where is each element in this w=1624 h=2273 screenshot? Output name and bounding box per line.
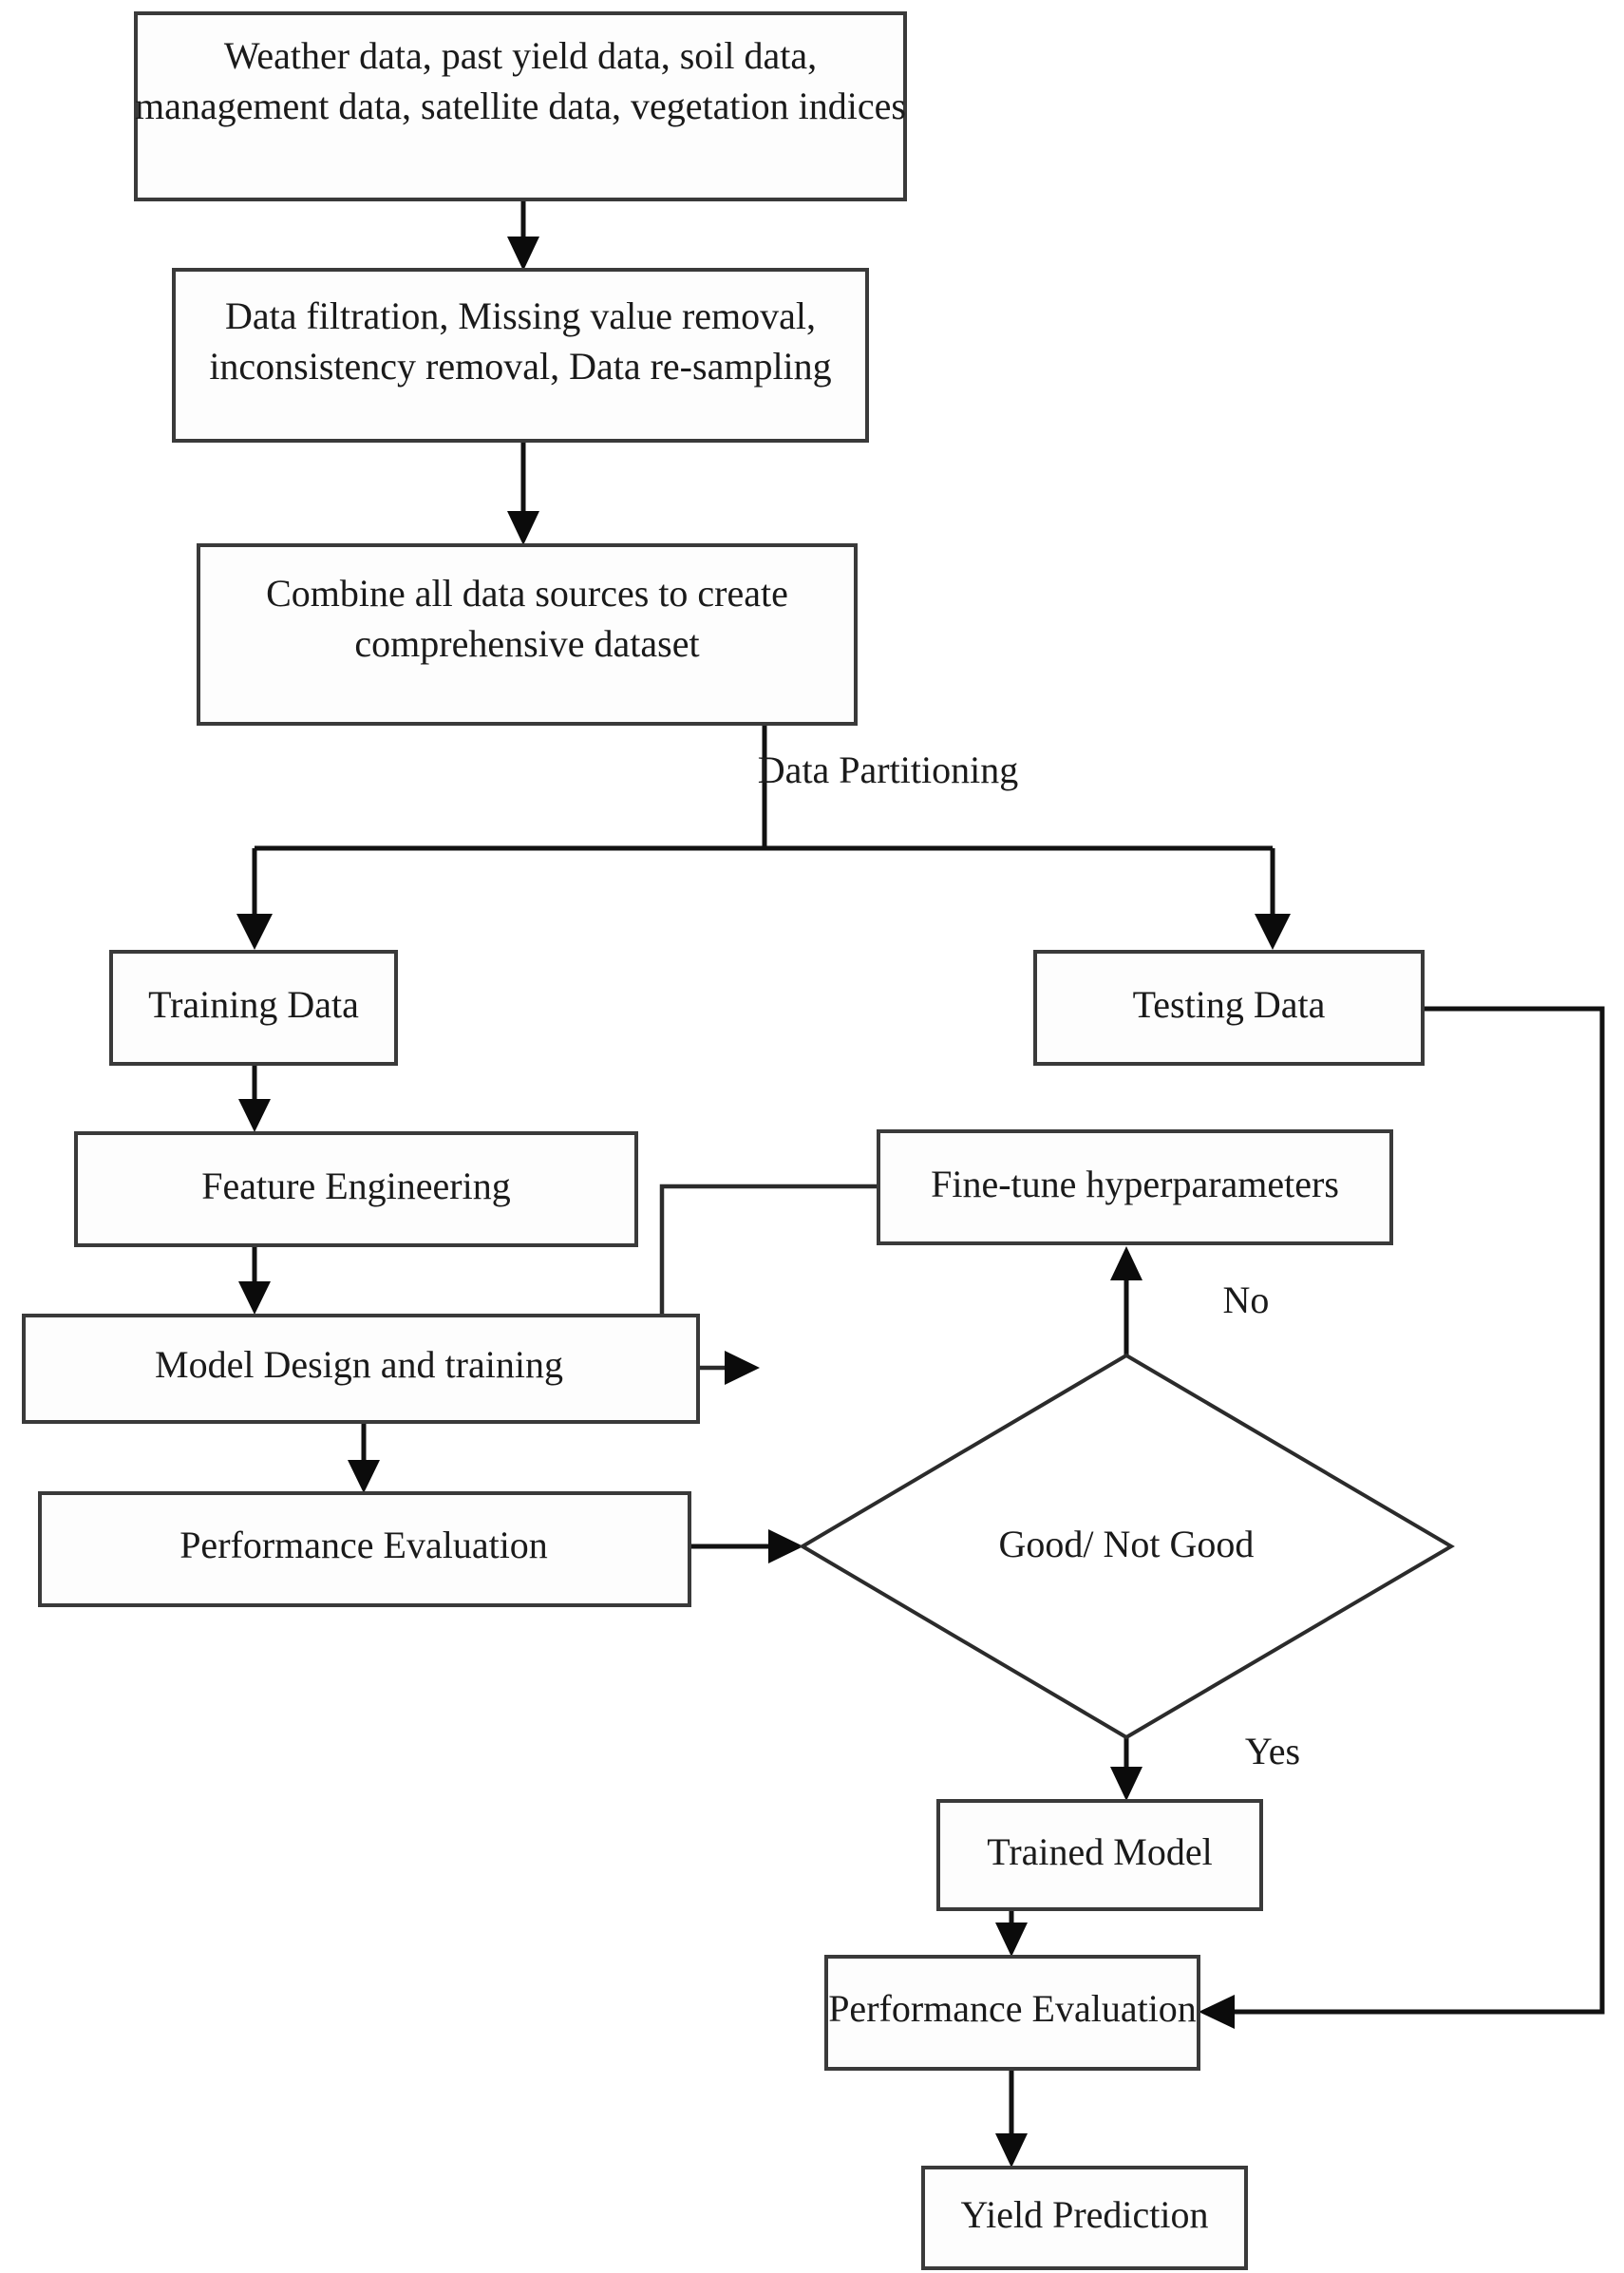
node-data-sources-line1: Weather data, past yield data, soil data…	[224, 34, 817, 77]
node-combine-line2: comprehensive dataset	[354, 622, 699, 665]
node-trained-model-label: Trained Model	[987, 1830, 1212, 1873]
node-performance-evaluation-2-label: Performance Evaluation	[828, 1987, 1197, 2030]
edge-performance-evaluation-to-decision	[689, 1529, 803, 1563]
edge-combine-to-partition-bus	[255, 723, 1273, 851]
edge-performance-evaluation-2-to-yield-prediction	[995, 2069, 1028, 2168]
node-training-data-label: Training Data	[148, 983, 359, 1026]
node-preprocessing-line2: inconsistency removal, Data re-sampling	[209, 345, 831, 388]
edge-trained-model-to-performance-evaluation-2	[995, 1909, 1028, 1957]
edge-decision-no-to-fine-tune	[1110, 1246, 1142, 1355]
edge-training-data-to-feature-engineering	[238, 1064, 271, 1132]
node-fine-tune-hyperparameters[interactable]: Fine-tune hyperparameters	[877, 1129, 1393, 1245]
node-trained-model[interactable]: Trained Model	[936, 1799, 1263, 1911]
edge-label-yes: Yes	[1245, 1730, 1300, 1772]
node-decision-label: Good/ Not Good	[999, 1523, 1255, 1565]
node-feature-engineering[interactable]: Feature Engineering	[74, 1131, 638, 1247]
node-yield-prediction[interactable]: Yield Prediction	[921, 2166, 1248, 2270]
node-performance-evaluation-1-label: Performance Evaluation	[179, 1524, 548, 1566]
node-testing-data-label: Testing Data	[1133, 983, 1326, 1026]
node-preprocessing[interactable]: Data filtration, Missing value removal, …	[172, 268, 869, 443]
node-model-design-label: Model Design and training	[155, 1343, 563, 1386]
edge-label-data-partitioning: Data Partitioning	[758, 748, 1018, 791]
node-combine-line1: Combine all data sources to create	[266, 572, 788, 615]
node-yield-prediction-label: Yield Prediction	[960, 2193, 1208, 2236]
node-performance-evaluation-1[interactable]: Performance Evaluation	[38, 1491, 691, 1607]
node-decision-good-not-good[interactable]: Good/ Not Good	[799, 1353, 1455, 1740]
node-feature-engineering-label: Feature Engineering	[201, 1165, 510, 1207]
node-data-sources-line2: management data, satellite data, vegetat…	[135, 85, 906, 127]
node-testing-data[interactable]: Testing Data	[1033, 950, 1425, 1066]
node-data-sources[interactable]: Weather data, past yield data, soil data…	[134, 11, 907, 201]
edge-label-no: No	[1223, 1279, 1270, 1321]
node-model-design-and-training[interactable]: Model Design and training	[22, 1314, 700, 1424]
node-preprocessing-line1: Data filtration, Missing value removal,	[225, 294, 816, 337]
edge-testing-data-to-performance-evaluation-2	[1199, 1006, 1605, 2029]
edge-data-sources-to-preprocessing	[507, 199, 539, 271]
edge-decision-yes-to-trained-model	[1110, 1736, 1142, 1801]
node-fine-tune-label: Fine-tune hyperparameters	[931, 1163, 1339, 1205]
edge-model-design-to-performance-evaluation	[348, 1420, 380, 1493]
edge-feature-engineering-to-model-design	[238, 1244, 271, 1315]
node-performance-evaluation-2[interactable]: Performance Evaluation	[824, 1955, 1200, 2071]
edge-partition-to-testing-data	[1255, 848, 1291, 950]
node-combine-data-sources[interactable]: Combine all data sources to create compr…	[197, 543, 858, 726]
node-training-data[interactable]: Training Data	[109, 950, 398, 1066]
edge-partition-to-training-data	[236, 848, 273, 950]
